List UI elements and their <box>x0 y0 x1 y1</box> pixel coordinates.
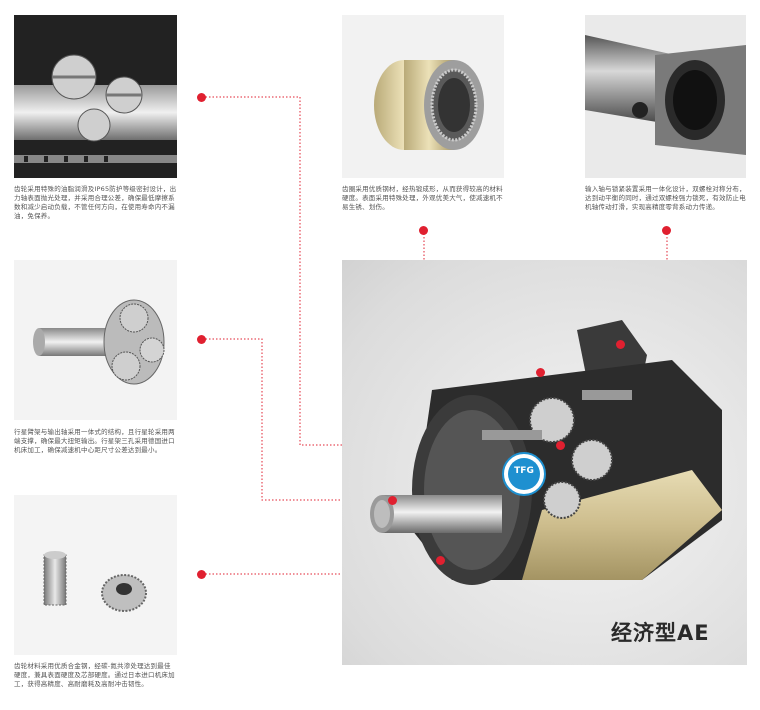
marker-dot-7 <box>616 340 625 349</box>
gear-lubrication-image <box>14 15 177 178</box>
gear-material-image <box>14 495 177 655</box>
marker-dot-1 <box>197 93 206 102</box>
marker-dot-6 <box>536 368 545 377</box>
connector-1 <box>202 96 560 446</box>
ring-gear-image <box>342 15 504 178</box>
planet-carrier-image <box>14 260 177 420</box>
caption-ring-gear: 齿圈采用优质钢材，经热锻成形，从而获得较高的材料硬度。表面采用特殊处理，外观优美… <box>342 185 503 211</box>
input-shaft-clamp-image <box>585 15 746 178</box>
marker-dot-4 <box>197 335 206 344</box>
caption-gear-lubrication: 齿轮采用特殊的油脂润滑及IP65防护等级密封设计，出力轴表面抛光处理，并采用合理… <box>14 185 177 220</box>
marker-dot-2 <box>419 226 428 235</box>
brand-logo: TFG <box>514 466 534 476</box>
marker-dot-8 <box>556 441 565 450</box>
caption-gear-material: 齿轮材料采用优质合金钢，经碳-氮共渗处理达到最佳硬度，兼具表面硬度及芯部硬度。通… <box>14 662 175 688</box>
product-title: 经济型AE <box>611 621 710 645</box>
marker-dot-10 <box>436 556 445 565</box>
marker-dot-5 <box>197 570 206 579</box>
connector-4 <box>202 338 392 501</box>
marker-dot-3 <box>662 226 671 235</box>
gearbox-cutaway-render: TFG <box>342 260 747 665</box>
marker-dot-9 <box>388 496 397 505</box>
caption-input-shaft: 输入轴与锁紧装置采用一体化设计，双螺栓对称分布，达到动平衡的同时，通过双螺栓强力… <box>585 185 746 211</box>
caption-planet-carrier: 行星臂架与输出轴采用一体式的结构，且行星轮采用两端支撑，确保最大扭矩输出。行星架… <box>14 428 175 454</box>
